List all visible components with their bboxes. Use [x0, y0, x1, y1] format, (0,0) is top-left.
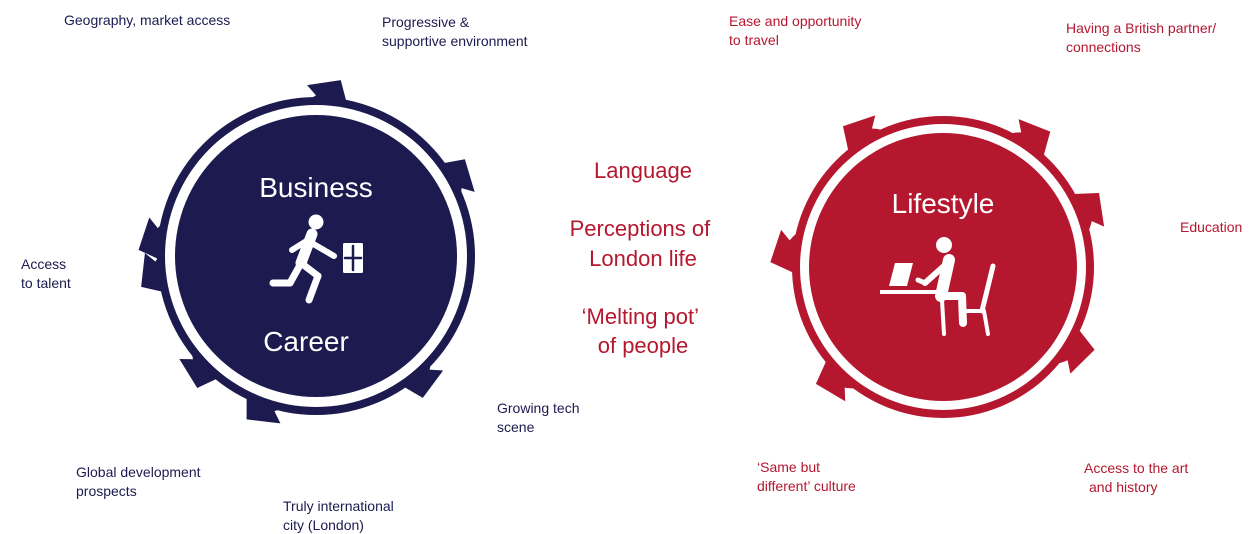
label-language: Language: [594, 158, 692, 183]
label-global-development: Global development prospects: [76, 464, 204, 499]
middle-labels: Language Perceptions of London life ‘Mel…: [570, 158, 717, 358]
running-man-with-briefcase-icon: [269, 214, 363, 304]
business-disc: [175, 115, 457, 397]
business-labels: Geography, market access Progressive & s…: [21, 12, 583, 533]
label-art-history: Access to the art and history: [1084, 460, 1192, 495]
label-british-partner: Having a British partner/ connections: [1066, 20, 1220, 55]
lifestyle-labels: Ease and opportunity to travel Having a …: [729, 13, 1242, 495]
label-progressive: Progressive & supportive environment: [382, 14, 528, 49]
label-education: Education: [1180, 219, 1242, 235]
label-geography: Geography, market access: [64, 12, 230, 28]
label-melting-pot: ‘Melting pot’ of people: [582, 304, 705, 358]
label-talent: Access to talent: [21, 256, 71, 291]
business-title: Business: [259, 172, 373, 203]
business-hub: Business Career: [136, 79, 482, 429]
career-title: Career: [263, 326, 349, 357]
label-growing-tech: Growing tech scene: [497, 400, 583, 435]
person-at-laptop-icon: [880, 237, 996, 336]
lifestyle-hub: Lifestyle: [768, 107, 1110, 418]
label-same-but-different: ‘Same but different’ culture: [757, 459, 856, 494]
lifestyle-title: Lifestyle: [892, 188, 995, 219]
label-perceptions: Perceptions of London life: [570, 216, 717, 271]
label-truly-international: Truly international city (London): [283, 498, 398, 533]
label-travel: Ease and opportunity to travel: [729, 13, 865, 48]
